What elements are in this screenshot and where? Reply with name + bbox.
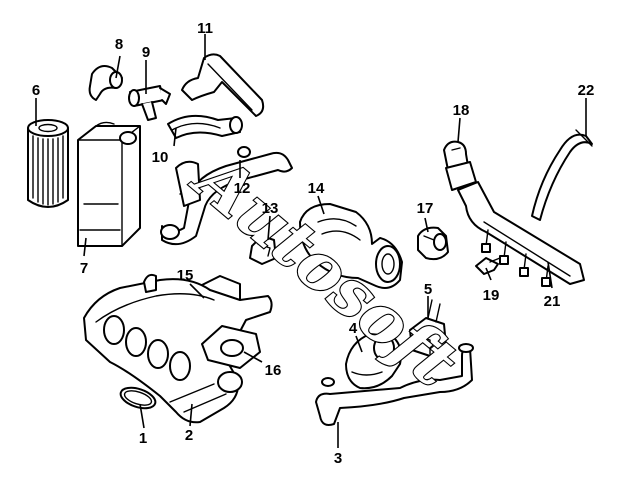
callout-22: 22 — [578, 82, 595, 99]
callout-9: 9 — [142, 44, 150, 61]
part-19-sensor — [475, 257, 501, 275]
part-16-flange-gasket — [201, 325, 261, 369]
callout-18: 18 — [453, 102, 470, 119]
part-21-fuel-rail — [457, 181, 585, 287]
callout-6: 6 — [32, 82, 40, 99]
callout-10: 10 — [152, 149, 169, 166]
part-8-elbow-fitting — [88, 65, 123, 101]
callout-19: 19 — [483, 287, 500, 304]
part-18-pressure-regulator — [443, 140, 477, 191]
callout-5: 5 — [424, 281, 432, 298]
callout-3: 3 — [334, 450, 342, 467]
callout-16: 16 — [265, 362, 282, 379]
callout-labels: 8 9 11 6 7 10 12 13 14 17 18 22 19 21 15… — [32, 20, 595, 467]
part-10-hose — [167, 114, 243, 139]
part-2-intake-manifold — [83, 273, 273, 424]
part-1-o-ring — [119, 386, 157, 410]
callout-12: 12 — [234, 180, 251, 197]
callout-11: 11 — [197, 20, 213, 37]
part-17-idle-valve — [417, 226, 449, 261]
part-6-filter-element — [27, 119, 69, 208]
callout-4: 4 — [349, 320, 358, 337]
callout-2: 2 — [185, 427, 193, 444]
part-14-throttle-body — [299, 203, 403, 289]
callout-7: 7 — [80, 260, 88, 277]
callout-8: 8 — [115, 36, 123, 53]
callout-15: 15 — [177, 267, 194, 284]
callout-21: 21 — [544, 293, 561, 310]
part-22-vacuum-hose — [531, 129, 593, 221]
part-9-t-connector — [128, 85, 171, 121]
callout-1: 1 — [139, 430, 147, 447]
part-3-pipe — [315, 343, 474, 426]
callout-14: 14 — [308, 180, 325, 197]
leader-lines — [35, 34, 587, 448]
part-13-sensor — [249, 235, 277, 265]
part-12-intake-hose — [160, 146, 293, 246]
callout-17: 17 — [417, 200, 434, 217]
part-11-bent-hose — [181, 53, 265, 117]
part-7-filter-housing — [77, 121, 141, 247]
callout-13: 13 — [262, 200, 279, 217]
